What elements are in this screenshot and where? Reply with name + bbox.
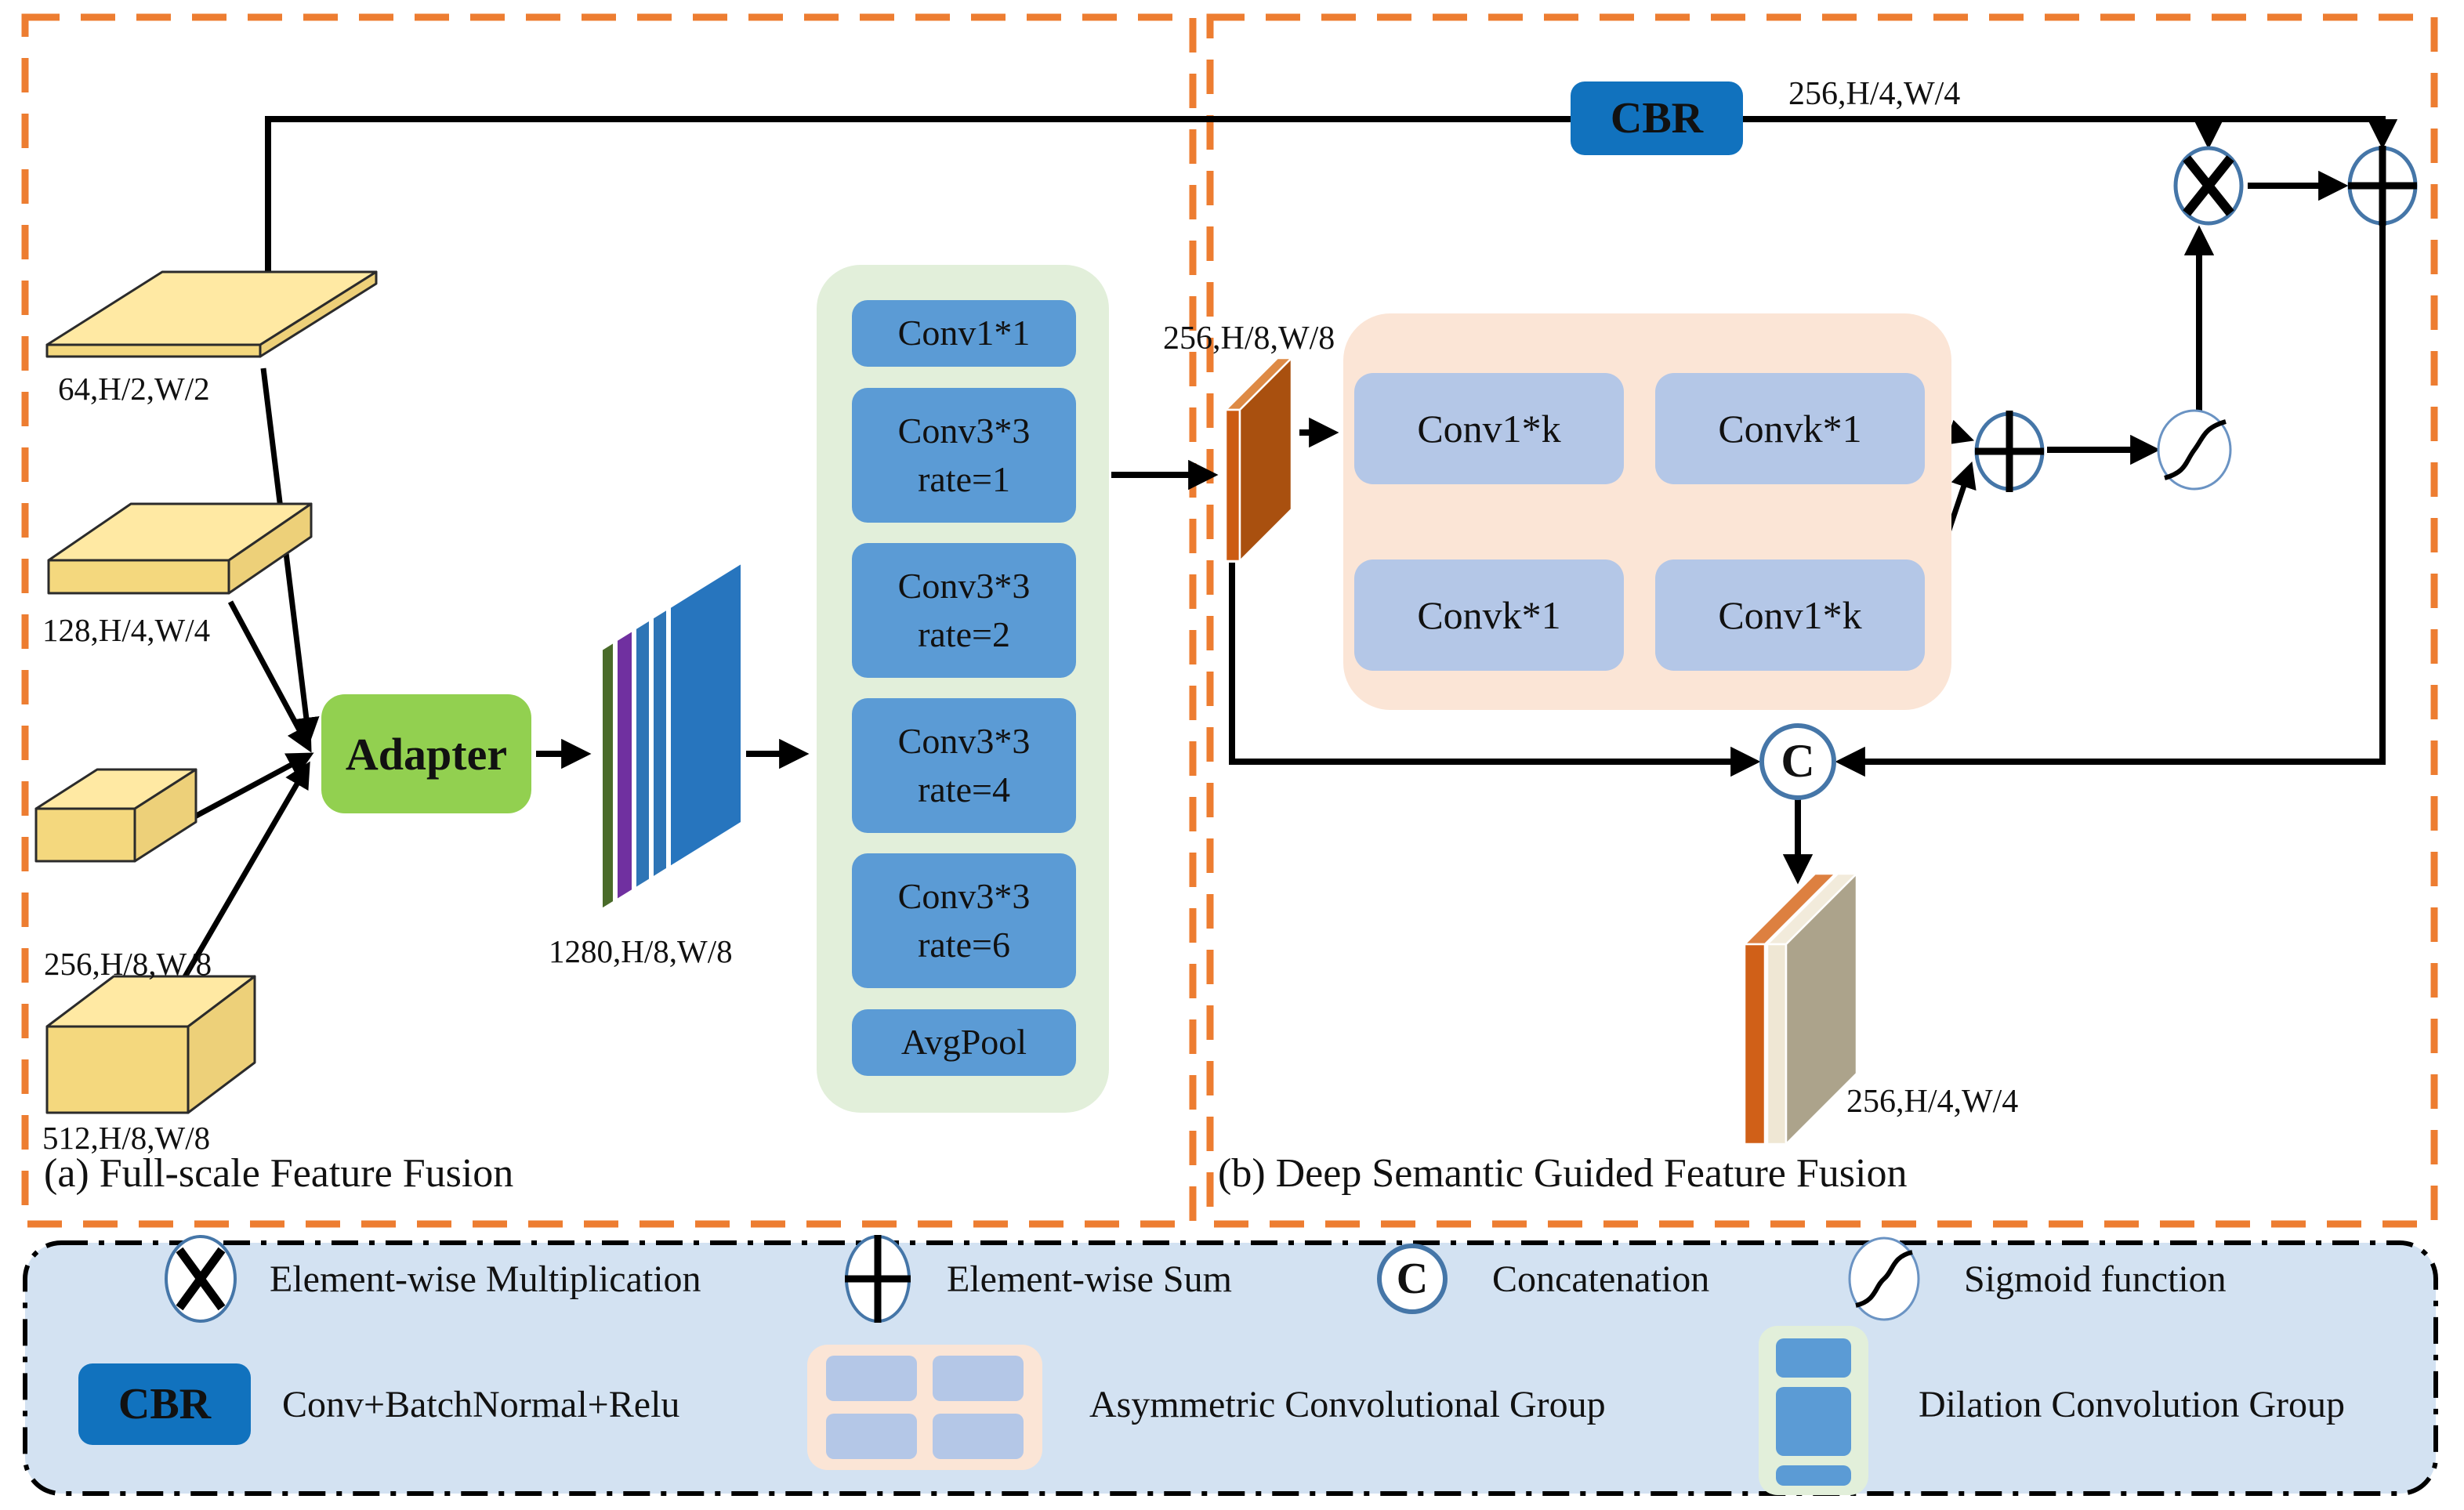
stack-label: 1280,H/8,W/8 [549, 933, 733, 969]
legend-sum-icon [845, 1235, 911, 1323]
aspp-box-label2: rate=2 [918, 614, 1010, 654]
aspp-box-label: Conv3*3 [897, 410, 1031, 451]
aspp-box-conv1x1: Conv1*1 [852, 300, 1076, 367]
legend-cbr-label: Conv+BatchNormal+Relu [282, 1383, 680, 1425]
semantic-input-label: 256,H/8,W/8 [1163, 320, 1335, 357]
sigmoid-icon [2164, 419, 2227, 480]
concat-node [1759, 723, 1836, 800]
panel-b-frame [1206, 13, 2438, 1228]
input-label-64: 64,H/2,W/2 [58, 371, 210, 407]
input-slab-64 [45, 270, 378, 358]
aspp-box-rate1: Conv3*3 rate=1 [852, 388, 1076, 523]
aspp-box-label2: rate=1 [918, 459, 1010, 499]
multiply-icon [2183, 155, 2234, 216]
acg-box-convk1-bottom: Convk*1 [1354, 559, 1624, 671]
fan-line-2 [227, 600, 312, 753]
sum-node-top [2347, 146, 2418, 226]
sigmoid-node [2157, 409, 2232, 491]
cbr-box: CBR [1571, 81, 1743, 155]
legend-sigmoid-icon [1848, 1237, 1920, 1321]
aspp-box-label: Conv3*3 [897, 720, 1031, 761]
aspp-box-rate6: Conv3*3 rate=6 [852, 853, 1076, 988]
sum-icon-acg [1975, 411, 2044, 492]
sum-node-acg [1974, 411, 2045, 492]
skip-connection-line [265, 116, 2398, 277]
legend-concat-icon [1377, 1244, 1448, 1314]
acg-box-convk1-top: Convk*1 [1655, 373, 1925, 484]
acg-box-conv1k-bottom: Conv1*k [1655, 559, 1925, 671]
fan-line-4 [169, 761, 310, 1000]
adapter-box: Adapter [321, 694, 531, 813]
legend-concat-letter: C [1396, 1255, 1429, 1303]
aspp-box-label: Conv3*3 [897, 875, 1031, 916]
aspp-box-label: Conv1*1 [897, 313, 1031, 353]
legend-dilation-icon [1759, 1326, 1868, 1495]
concat-letter: C [1781, 734, 1815, 787]
panel-b-caption: (b) Deep Semantic Guided Feature Fusion [1218, 1151, 1908, 1196]
wires [158, 116, 2398, 1000]
output-label: 256,H/4,W/4 [1846, 1084, 2019, 1120]
semantic-feature-slab [1224, 357, 1293, 563]
aspp-box-rate2: Conv3*3 rate=2 [852, 543, 1076, 678]
sum-to-concat-line [1835, 225, 2386, 777]
input-label-512: 512,H/8,W/8 [42, 1120, 211, 1156]
panel-a-frame [21, 13, 1197, 1228]
legend-sigmoid-label: Sigmoid function [1964, 1258, 2227, 1300]
input-slab-512 [45, 975, 256, 1114]
legend-multiply-label: Element-wise Multiplication [270, 1258, 701, 1300]
legend-cbr-icon: CBR [78, 1363, 251, 1445]
multiply-node [2173, 146, 2244, 226]
stacked-feature-slab [601, 561, 742, 911]
legend-multiply-icon [165, 1235, 237, 1323]
legend-asymmetric-label: Asymmetric Convolutional Group [1089, 1383, 1606, 1425]
input-label-256: 256,H/8,W/8 [44, 946, 212, 982]
aspp-box-avgpool: AvgPool [852, 1009, 1076, 1076]
input-label-128: 128,H/4,W/4 [42, 612, 211, 648]
legend-asymmetric-icon [807, 1345, 1042, 1470]
aspp-box-label: Conv3*3 [897, 565, 1031, 606]
output-slab [1743, 872, 1858, 1146]
aspp-box-rate4: Conv3*3 rate=4 [852, 698, 1076, 833]
sum-icon-top [2348, 146, 2417, 226]
acg-box-conv1k-top: Conv1*k [1354, 373, 1624, 484]
cbr-output-label: 256,H/4,W/4 [1788, 76, 1961, 112]
aspp-box-label2: rate=4 [918, 769, 1010, 809]
aspp-box-label: AvgPool [900, 1022, 1027, 1063]
aspp-box-label2: rate=6 [918, 925, 1010, 965]
input-slab-128 [47, 502, 313, 595]
legend-sum-label: Element-wise Sum [947, 1258, 1232, 1300]
input-slab-256 [34, 768, 197, 863]
panel-a-caption: (a) Full-scale Feature Fusion [44, 1151, 514, 1196]
slab-to-concat-line [1229, 563, 1761, 777]
legend-dilation-label: Dilation Convolution Group [1919, 1383, 2345, 1425]
legend-concat-label: Concatenation [1492, 1258, 1710, 1300]
